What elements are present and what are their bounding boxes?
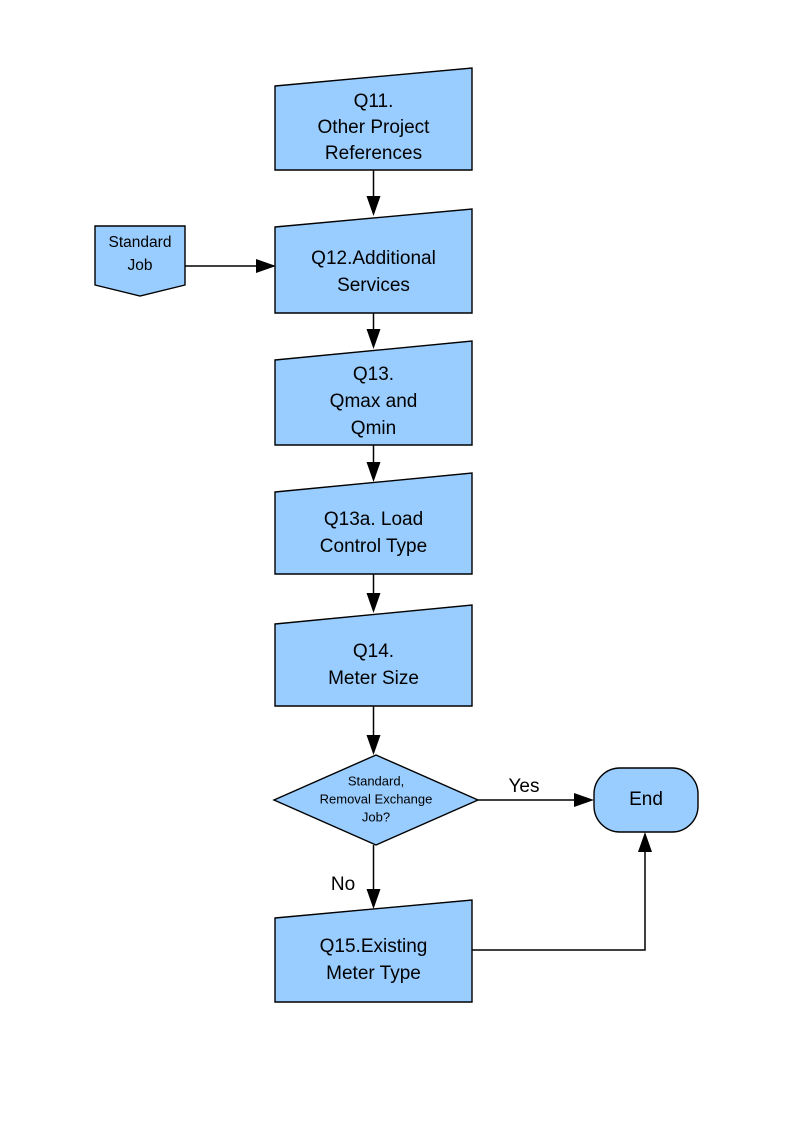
node-q15-label-line2: Meter Type	[326, 963, 421, 984]
node-standard-job-shape[interactable]	[94, 225, 186, 297]
node-q12[interactable]: Q12.Additional Services	[274, 208, 473, 314]
arrow-head-icon	[366, 329, 381, 349]
node-q13a[interactable]: Q13a. Load Control Type	[274, 472, 473, 575]
node-q11[interactable]: Q11. Other Project References	[274, 67, 473, 171]
edge-decision-to-end	[478, 793, 594, 807]
edge-q13-to-q13a	[366, 445, 381, 482]
edge-q11-to-q12	[366, 170, 381, 216]
node-q11-label-line1: Q11.	[354, 91, 394, 112]
arrow-head-icon	[366, 196, 381, 216]
node-q15[interactable]: Q15.Existing Meter Type	[274, 899, 473, 1003]
edge-label-no: No	[331, 874, 355, 895]
edge-q13a-to-q14	[366, 574, 381, 613]
arrow-head-icon	[366, 889, 381, 909]
edge-decision-to-q15	[366, 845, 381, 909]
edge-line	[472, 840, 646, 951]
node-q12-label-line1: Q12.Additional	[311, 248, 436, 269]
node-q14[interactable]: Q14. Meter Size	[274, 604, 473, 707]
node-q13-shape[interactable]	[274, 340, 473, 446]
node-decision-label-line2: Removal Exchange	[320, 791, 433, 806]
node-q13a-label-line1: Q13a. Load	[324, 509, 423, 530]
node-decision-shape[interactable]	[272, 754, 480, 846]
node-end-shape[interactable]	[593, 767, 699, 833]
node-q14-label-line1: Q14.	[353, 641, 394, 662]
node-q12-shape[interactable]	[274, 208, 473, 314]
edge-standard-job-to-q12	[185, 259, 276, 273]
node-standard-job-label-line2: Job	[128, 257, 153, 274]
node-end-label: End	[629, 789, 663, 810]
node-decision-label-line1: Standard,	[348, 773, 404, 788]
node-q13a-label-line2: Control Type	[320, 536, 427, 557]
edge-label-yes: Yes	[509, 776, 540, 797]
arrow-head-icon	[366, 593, 381, 613]
node-decision-label-line3: Job?	[362, 809, 390, 824]
edge-q15-to-end	[472, 832, 652, 951]
edge-q12-to-q13	[366, 313, 381, 349]
arrow-head-icon	[638, 832, 652, 852]
node-q13-label-line1: Q13.	[353, 364, 394, 385]
node-standard-job-label-line1: Standard	[109, 234, 172, 251]
node-q13-label-line3: Qmin	[351, 418, 396, 439]
arrow-head-icon	[574, 793, 594, 807]
node-q13a-shape[interactable]	[274, 472, 473, 575]
node-q15-label-line1: Q15.Existing	[320, 936, 428, 957]
node-standard-job[interactable]: Standard Job	[94, 225, 186, 297]
node-q12-label-line2: Services	[337, 275, 410, 296]
node-end[interactable]: End	[593, 767, 699, 833]
node-q13[interactable]: Q13. Qmax and Qmin	[274, 340, 473, 446]
node-q11-label-line2: Other Project	[318, 117, 431, 138]
edge-q14-to-decision	[366, 706, 381, 755]
node-q13-label-line2: Qmax and	[330, 391, 418, 412]
node-q11-label-line3: References	[325, 143, 422, 164]
node-q11-shape[interactable]	[274, 67, 473, 171]
node-q14-shape[interactable]	[274, 604, 473, 707]
arrow-head-icon	[366, 735, 381, 755]
arrow-head-icon	[256, 259, 276, 273]
node-q15-shape[interactable]	[274, 899, 473, 1003]
node-q14-label-line2: Meter Size	[328, 668, 419, 689]
arrow-head-icon	[366, 462, 381, 482]
node-decision[interactable]: Standard, Removal Exchange Job?	[272, 754, 480, 846]
